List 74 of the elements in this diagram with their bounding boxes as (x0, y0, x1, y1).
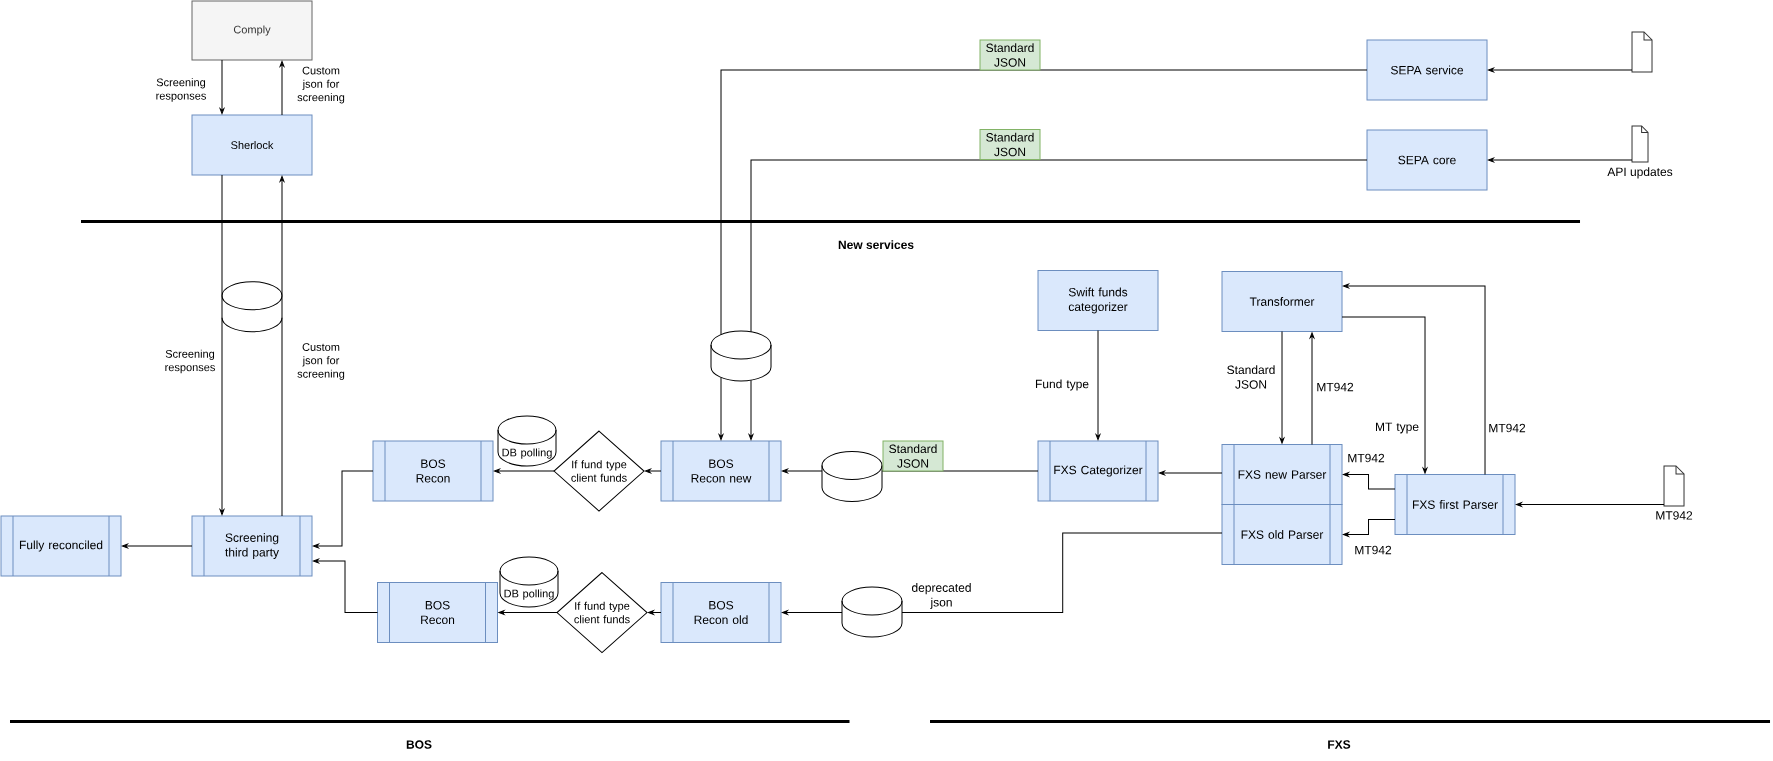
arrow (219, 59, 225, 115)
edge-label: Standard JSON (979, 39, 1041, 71)
arrow (1158, 470, 1223, 476)
section-label: BOS (406, 740, 432, 749)
service-box: SEPA core (1366, 129, 1488, 191)
edge-label: MT942 (1489, 423, 1526, 433)
database-cylinder: DB polling (497, 415, 557, 467)
section-label: New services (838, 240, 914, 249)
arrow (1095, 330, 1101, 441)
service-box: Swift funds categorizer (1037, 270, 1159, 331)
arrow (493, 468, 555, 474)
arrow (498, 610, 558, 615)
process-box: FXS Categorizer (1037, 440, 1159, 502)
icon-caption: API updates (1607, 167, 1673, 179)
cylinder (821, 451, 883, 502)
connector-line (720, 69, 1368, 336)
arrow (312, 470, 374, 549)
process-box: FXS new Parser (1221, 444, 1343, 505)
connector-line (281, 317, 283, 517)
edge-label: MT942 (1355, 545, 1392, 555)
service-box: Transformer (1221, 271, 1343, 332)
edge-label: Fund type (1036, 379, 1089, 391)
arrow (781, 468, 823, 474)
arrow (219, 317, 225, 516)
arrow (718, 376, 724, 441)
process-box: BOS Recon new (660, 440, 782, 502)
arrow (748, 379, 754, 441)
service-box: Sherlock (191, 114, 313, 176)
section-label: FXS (1328, 740, 1351, 749)
arrow (781, 610, 843, 615)
process-box: BOS Recon (377, 582, 498, 643)
arrow (121, 543, 193, 549)
icon-caption: MT942 (1656, 511, 1693, 520)
connector-line (750, 159, 1368, 333)
arrow (1487, 157, 1633, 163)
arrow (1309, 332, 1315, 445)
process-box: BOS Recon (372, 440, 494, 502)
process-box: FXS first Parser (1394, 474, 1516, 535)
cylinder (841, 586, 903, 638)
edge-label: deprecated json (912, 583, 971, 609)
arrow (279, 175, 285, 297)
edge-label: Standard JSON (882, 440, 944, 472)
service-box: SEPA service (1366, 39, 1488, 101)
document-icon (1631, 31, 1653, 73)
arrow (1279, 331, 1285, 444)
arrow (312, 558, 378, 613)
edge-label: MT942 (1317, 382, 1354, 392)
cylinder (221, 281, 283, 333)
arrow (279, 60, 285, 116)
connector-line (901, 532, 1223, 613)
arrow (1515, 502, 1665, 507)
arrow (1342, 519, 1396, 537)
process-box: BOS Recon old (660, 582, 782, 643)
arrow (647, 610, 662, 615)
database-cylinder: DB polling (499, 556, 559, 608)
arrow (644, 468, 662, 474)
edge-label: Screening responses (165, 349, 215, 374)
edge-label: Standard JSON (979, 129, 1041, 160)
arrow (1342, 283, 1486, 475)
arrow (1487, 67, 1633, 73)
edge-label: Standard JSON (1227, 365, 1275, 389)
cylinder (710, 330, 772, 382)
edge-label: Custom json for screening (297, 343, 345, 380)
process-box: Screening third party (191, 515, 313, 577)
edge-label: Custom json for screening (297, 66, 345, 104)
edge-label: MT942 (1348, 453, 1385, 463)
edge-label: MT type (1376, 422, 1419, 434)
arrow (1342, 472, 1396, 490)
process-box: FXS old Parser (1221, 504, 1343, 565)
system-box: Comply (191, 0, 313, 61)
process-box: Fully reconciled (0, 515, 122, 577)
connector-line (221, 174, 223, 297)
arrow (1341, 316, 1428, 474)
edge-label: Screening responses (156, 78, 206, 102)
